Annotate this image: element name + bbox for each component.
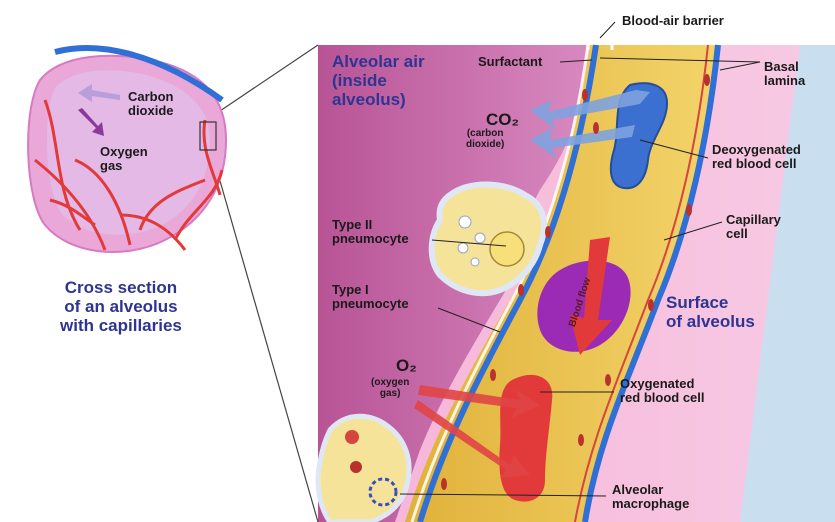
type2-vesicle [459, 216, 471, 228]
macrophage-granule [350, 461, 362, 473]
macrophage-granule [345, 430, 359, 444]
label-oxygen-gas: Oxygen gas [100, 145, 148, 173]
oxygenated-rbc-shape [499, 375, 552, 502]
label-type2-pneumocyte: Type II pneumocyte [332, 218, 409, 246]
label-surface-of-alveolus: Surface of alveolus [666, 293, 755, 331]
label-o2-sub: (oxygen gas) [371, 377, 409, 399]
label-blood-air-barrier: Blood-air barrier [622, 14, 724, 28]
label-surfactant: Surfactant [478, 55, 542, 69]
label-deoxygenated-rbc: Deoxygenated red blood cell [712, 143, 801, 171]
label-alveolar-air: Alveolar air (inside alveolus) [332, 52, 425, 109]
type2-nucleus [490, 232, 524, 266]
label-capillary-cell: Capillary cell [726, 213, 781, 241]
type2-vesicle [471, 258, 479, 266]
zoom-line-top [214, 45, 318, 115]
macrophage-shape [318, 416, 409, 522]
type2-vesicle [475, 233, 485, 243]
type2-vesicle [458, 243, 468, 253]
blood-air-barrier-pointer [600, 22, 615, 38]
label-carbon-dioxide: Carbon dioxide [128, 90, 174, 118]
zoom-line-bottom [214, 160, 318, 522]
label-alveolar-macrophage: Alveolar macrophage [612, 483, 689, 511]
label-oxygenated-rbc: Oxygenated red blood cell [620, 377, 705, 405]
label-cross-section: Cross section of an alveolus with capill… [60, 278, 182, 335]
label-o2: O₂ [396, 356, 417, 375]
label-basal-lamina: Basal lamina [764, 60, 805, 88]
label-co2: CO₂ [486, 110, 519, 129]
label-type1-pneumocyte: Type I pneumocyte [332, 283, 409, 311]
label-co2-sub: (carbon dioxide) [466, 128, 504, 150]
